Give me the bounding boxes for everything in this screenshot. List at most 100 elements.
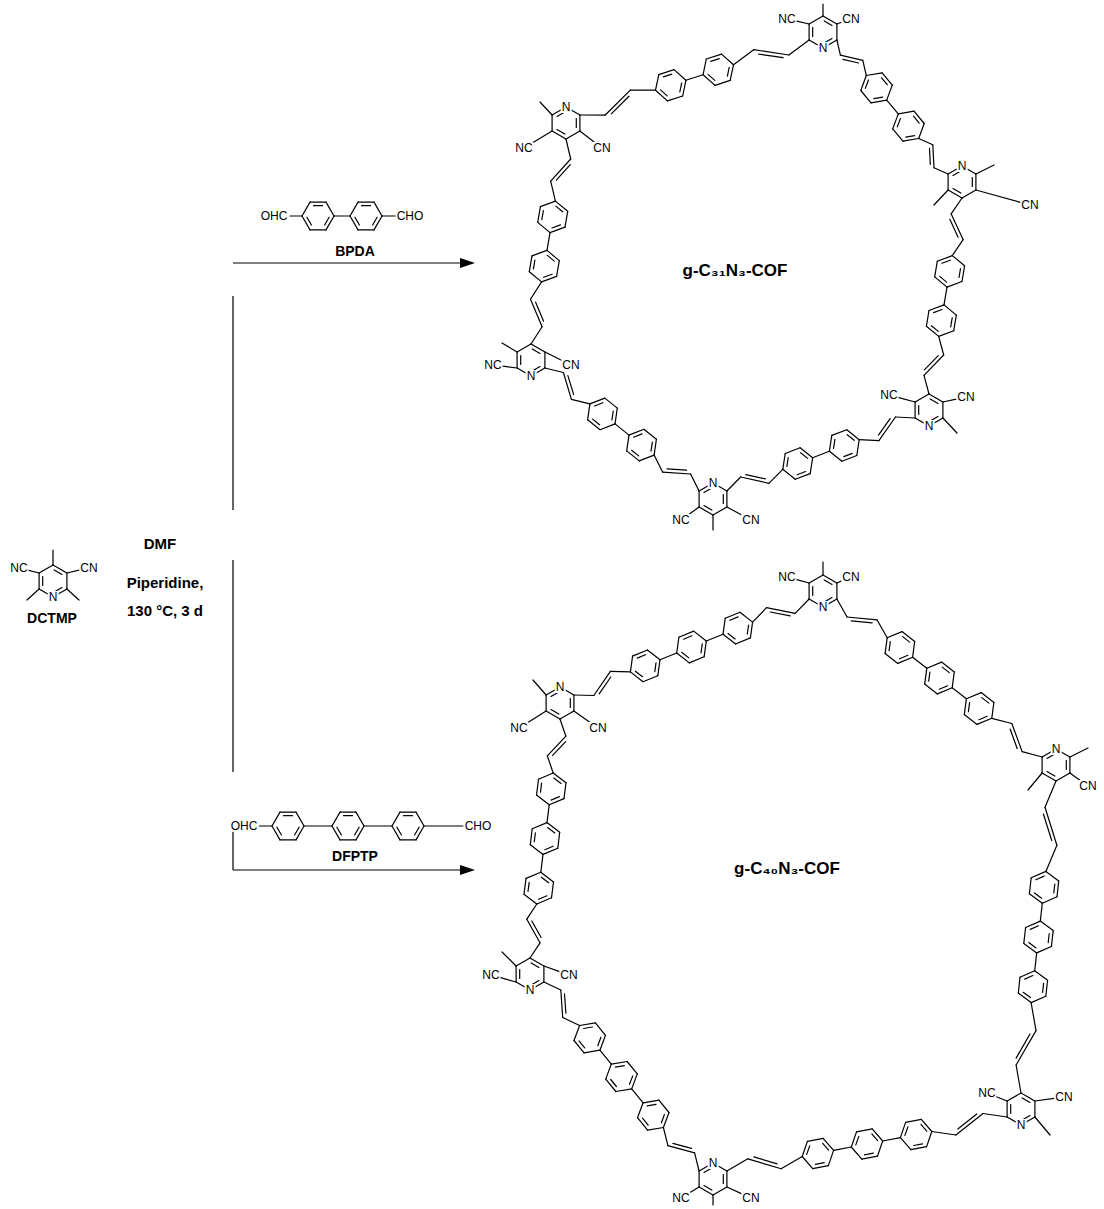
ring-double-bond bbox=[595, 403, 603, 406]
vinyl-bond bbox=[663, 472, 691, 474]
ring-bond bbox=[667, 96, 682, 101]
ring-double-bond bbox=[42, 577, 43, 586]
ring-bond bbox=[832, 430, 847, 436]
biaryl-bond bbox=[887, 100, 899, 114]
atom-label: N bbox=[708, 1157, 719, 1169]
arrow-head bbox=[460, 258, 475, 268]
ring-bond bbox=[560, 711, 574, 719]
ring-bond bbox=[530, 845, 543, 855]
ring-bond bbox=[823, 16, 837, 24]
ring-bond bbox=[643, 1100, 659, 1103]
ring-double-bond bbox=[554, 778, 561, 783]
vinyl-bond bbox=[630, 89, 655, 90]
methyl-bond bbox=[712, 515, 713, 530]
ring-bond bbox=[981, 693, 994, 703]
ring-bond bbox=[302, 202, 310, 216]
ring-double-bond bbox=[397, 827, 402, 835]
ring-double-bond bbox=[797, 472, 805, 475]
biaryl-bond bbox=[706, 634, 723, 641]
ring-bond bbox=[540, 201, 555, 207]
ring-bond bbox=[557, 261, 560, 277]
vinyl-double-bond bbox=[851, 621, 872, 623]
ring-bond bbox=[975, 174, 976, 190]
methyl-bond bbox=[502, 343, 517, 352]
ring-bond bbox=[296, 826, 304, 840]
methyl-bond bbox=[52, 550, 53, 565]
methyl-bond bbox=[822, 4, 823, 16]
vinyl-bond bbox=[896, 417, 916, 418]
vinyl-bond bbox=[837, 599, 847, 617]
biaryl-bond bbox=[834, 1147, 852, 1150]
ring-double-bond bbox=[900, 655, 908, 658]
ring-bond bbox=[517, 344, 531, 352]
ring-bond bbox=[925, 668, 927, 684]
substituent-bond bbox=[501, 978, 516, 982]
ring-bond bbox=[857, 1129, 873, 1132]
biaryl-bond bbox=[304, 825, 332, 826]
atom-label: NC bbox=[977, 1087, 996, 1099]
ring-bond bbox=[677, 637, 679, 653]
ring-bond bbox=[644, 429, 657, 439]
ring-double-bond bbox=[856, 1136, 859, 1145]
ring-bond bbox=[532, 823, 547, 829]
aldehyde-bond bbox=[259, 825, 272, 826]
atom-label: N bbox=[1016, 1119, 1027, 1131]
ring-bond bbox=[683, 80, 686, 96]
ring-bond bbox=[885, 654, 898, 664]
ring-bond bbox=[800, 448, 813, 458]
methyl-bond bbox=[1070, 748, 1088, 757]
ring-double-bond bbox=[682, 652, 689, 658]
ring-double-bond bbox=[542, 211, 544, 220]
vinyl-bond bbox=[695, 1153, 700, 1171]
atom-label: CN bbox=[592, 142, 611, 154]
methyl-bond bbox=[540, 102, 552, 115]
ring-bond bbox=[656, 75, 659, 91]
ring-bond bbox=[296, 812, 304, 826]
vinyl-bond bbox=[727, 477, 741, 491]
ring-bond bbox=[926, 326, 938, 336]
atom-label: CHO bbox=[464, 820, 493, 832]
atom-label: CN bbox=[79, 562, 98, 574]
reaction-arrows bbox=[233, 263, 462, 870]
ring-double-bond bbox=[576, 119, 577, 128]
ring-double-bond bbox=[544, 274, 553, 277]
aldehyde-bond bbox=[424, 825, 463, 826]
ring-bond bbox=[600, 424, 615, 430]
ring-double-bond bbox=[823, 1143, 829, 1150]
methyl-bond bbox=[502, 952, 516, 966]
arrow-head bbox=[460, 865, 475, 875]
ring-double-bond bbox=[548, 828, 555, 833]
ring-bond bbox=[573, 695, 574, 711]
ring-bond bbox=[280, 839, 296, 840]
aldehyde-bond bbox=[382, 215, 396, 216]
ring-bond bbox=[942, 402, 943, 418]
ring-bond bbox=[713, 507, 727, 515]
ring-bond bbox=[882, 73, 892, 85]
vinyl-bond bbox=[1016, 1031, 1036, 1065]
ring-bond bbox=[658, 660, 660, 676]
ring-double-bond bbox=[979, 716, 987, 719]
ring-bond bbox=[823, 1138, 834, 1150]
vinyl-double-bond bbox=[532, 921, 541, 938]
atom-label: OHC bbox=[230, 820, 259, 832]
ring-double-bond bbox=[325, 217, 330, 225]
ring-double-bond bbox=[556, 206, 563, 212]
ring-bond bbox=[541, 872, 554, 882]
atom-label: N bbox=[818, 601, 829, 613]
ring-bond bbox=[992, 702, 994, 718]
atom-label: NC bbox=[509, 722, 528, 734]
ring-bond bbox=[630, 672, 643, 682]
vinyl-double-bond bbox=[673, 1143, 692, 1148]
methyl-bond bbox=[712, 1195, 713, 1205]
ring-double-bond bbox=[373, 217, 378, 225]
methyl-bond bbox=[934, 190, 948, 205]
vinyl-double-bond bbox=[843, 59, 859, 63]
ring-double-bond bbox=[579, 1041, 585, 1048]
substituent-bond bbox=[690, 1187, 700, 1193]
ring-double-bond bbox=[551, 710, 559, 715]
ring-bond bbox=[1007, 1093, 1021, 1101]
ring-bond bbox=[639, 455, 654, 461]
vinyl-bond bbox=[795, 599, 809, 613]
ring-bond bbox=[726, 491, 727, 507]
biaryl-bond bbox=[364, 825, 392, 826]
